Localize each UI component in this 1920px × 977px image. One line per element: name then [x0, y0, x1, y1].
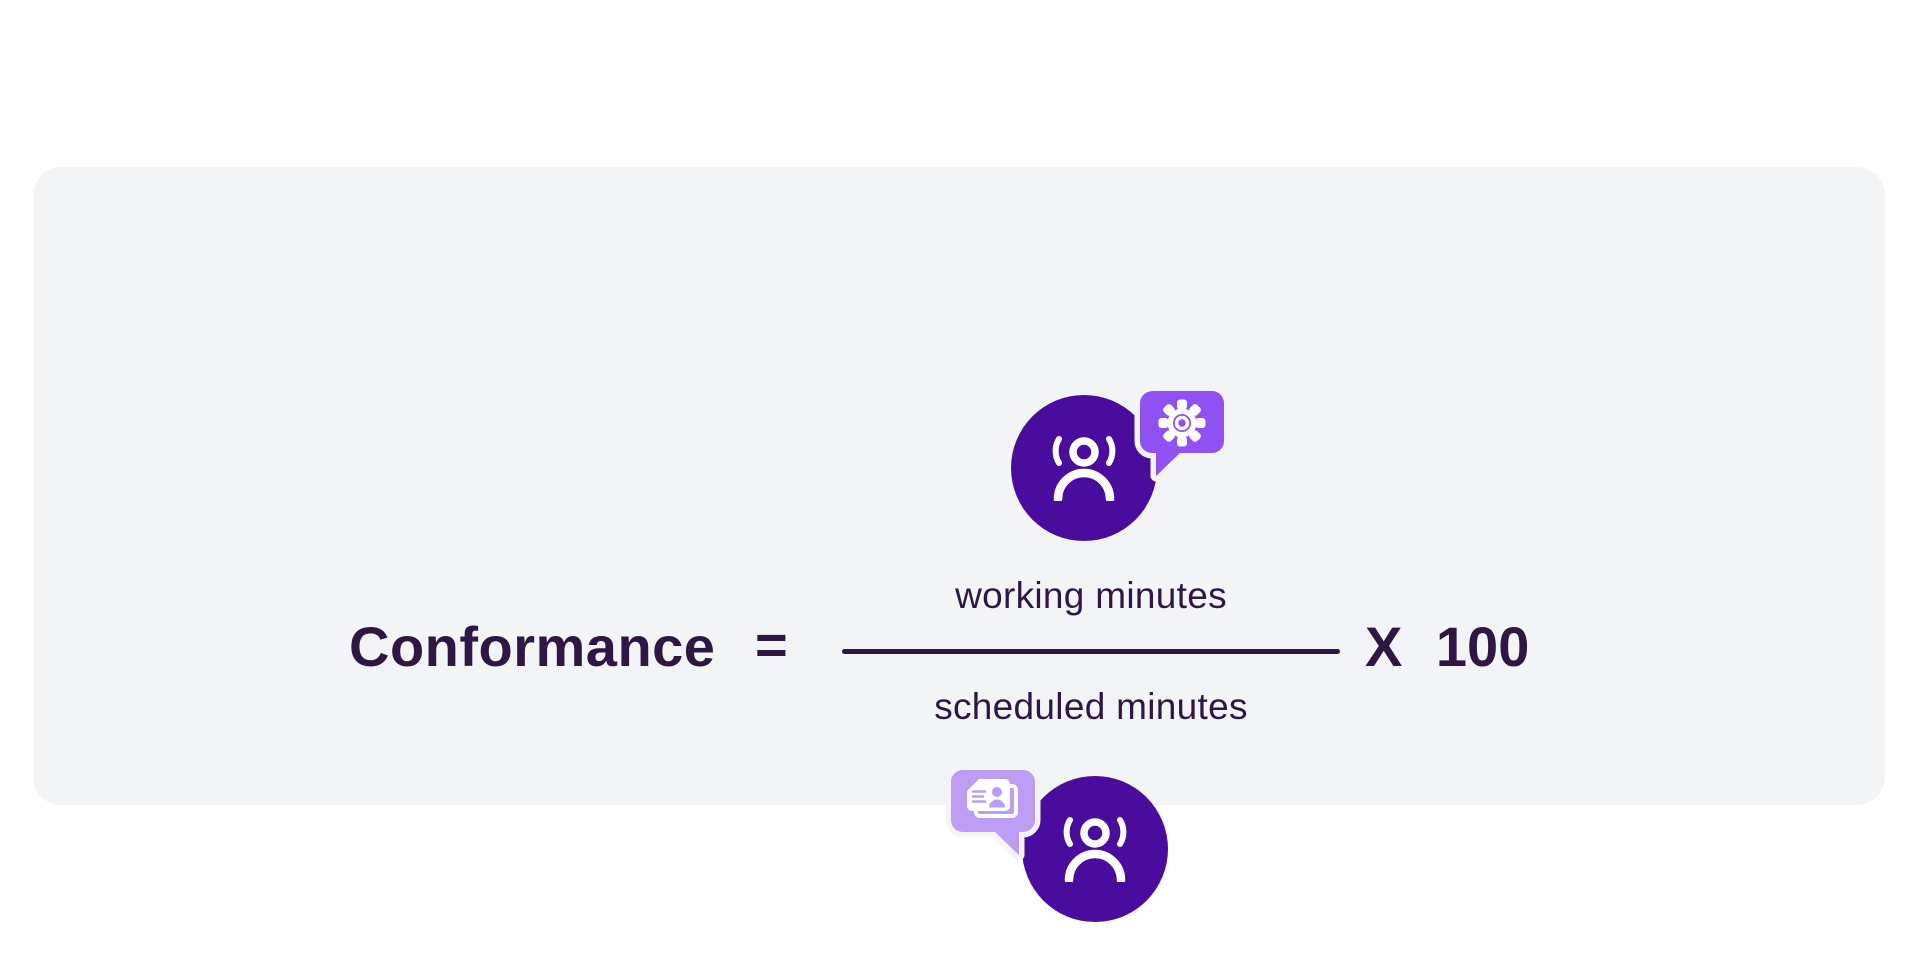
- id-card-badge: [945, 764, 1041, 861]
- denominator-label: scheduled minutes: [934, 686, 1248, 727]
- scheduled-avatar-circle: [1022, 776, 1168, 922]
- multiplier-label: X 100: [1365, 615, 1530, 678]
- person-icon: [1063, 817, 1127, 882]
- person-icon: [1052, 436, 1116, 501]
- gear-badge: [1134, 385, 1230, 482]
- numerator-label: working minutes: [955, 575, 1227, 616]
- equals-sign: =: [755, 613, 788, 676]
- working-avatar-circle: [1011, 395, 1157, 541]
- formula-lhs-label: Conformance: [349, 615, 716, 678]
- conformance-formula-card: Conformance = working minutes scheduled …: [33, 167, 1885, 922]
- formula-fraction: working minutes scheduled minutes: [842, 574, 1340, 729]
- id-card-icon: [967, 779, 1018, 818]
- gear-icon: [1158, 399, 1206, 447]
- fraction-bar: [842, 649, 1340, 654]
